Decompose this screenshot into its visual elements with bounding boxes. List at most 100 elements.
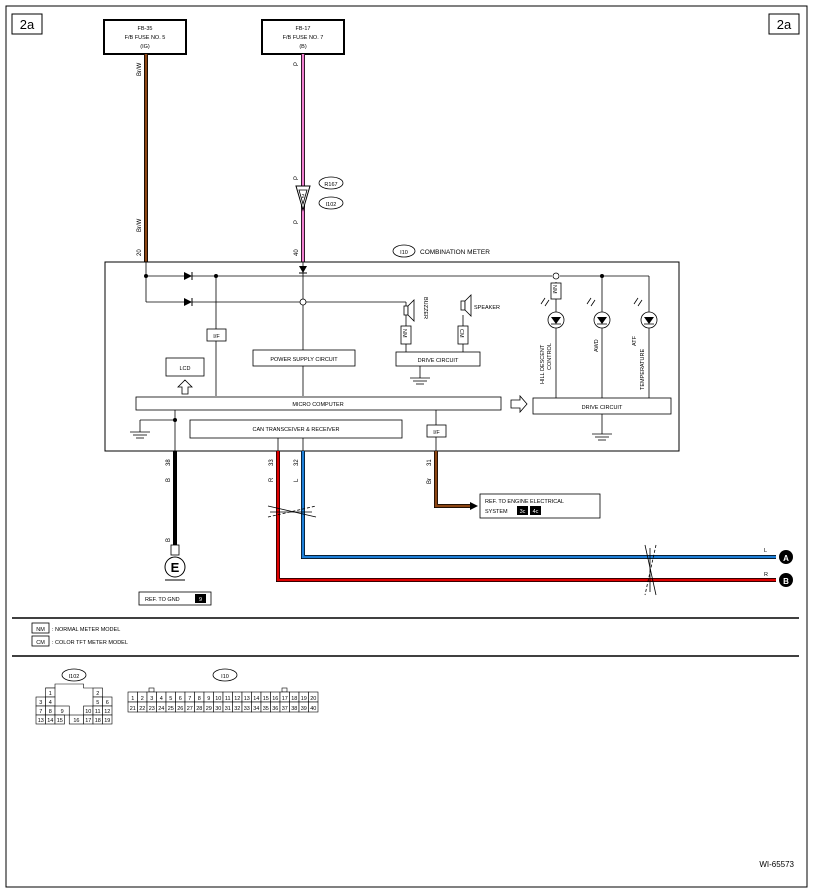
wire-engine-brown (434, 451, 478, 510)
led-lamp-icon (633, 297, 658, 329)
terminal-b-label: B (783, 577, 789, 586)
fuse-7-line3: (B) (299, 44, 307, 50)
lamp-hdc-line2: CONTROL (547, 343, 553, 370)
fuse-5-line2: F/B FUSE NO. 5 (125, 35, 166, 41)
i10-pin: 9 (207, 696, 210, 702)
wire-brw-code-lower: Br/W (137, 218, 143, 232)
junction-dot (144, 274, 148, 278)
ref-engine-badge-1-text: 3c (520, 509, 526, 515)
figure-id: WI-65573 (759, 860, 794, 869)
i10-cell (308, 701, 319, 713)
i102-pin: 17 (85, 718, 91, 724)
wire-canl-code: L (294, 478, 300, 482)
i10-pin: 30 (215, 706, 221, 712)
lamp-hdc-line1: HILL DESCENT (540, 344, 546, 384)
wire-pink-code-mid1: P (294, 176, 300, 180)
wire-gnd-code: B (166, 478, 172, 482)
diode-icon (299, 266, 307, 274)
page-frame (5, 5, 808, 888)
i10-pin: 20 (310, 696, 316, 702)
i10-pin: 2 (141, 696, 144, 702)
ground-e-circle (164, 556, 186, 578)
i10-pin: 27 (187, 706, 193, 712)
i10-pin: 11 (225, 696, 231, 702)
wire-canh-code: R (269, 477, 275, 482)
nm-badge-lamp-text: NM (551, 285, 557, 294)
wire-eng-code: Br (427, 478, 433, 484)
junction-dot (214, 274, 218, 278)
i10-pin: 35 (263, 706, 269, 712)
page-tag-right: 2a (777, 17, 792, 32)
i102-pin: 3 (39, 700, 42, 706)
i10-pin: 24 (158, 706, 164, 712)
drive-circuit-left-label: DRIVE CIRCUIT (418, 358, 459, 364)
arrow-up-icon (177, 379, 193, 395)
wire-pink-code: P (294, 62, 300, 66)
buzzer-icon (403, 299, 415, 322)
connector-key (148, 687, 155, 693)
i10-view-label: I10 (221, 674, 229, 680)
legend-nm-badge-text: NM (36, 627, 45, 633)
if-label-right: I/F (433, 430, 440, 436)
if-label-left: I/F (213, 334, 220, 340)
pin-31: 31 (427, 459, 433, 466)
lamp-awd-label: AWD (594, 339, 600, 352)
ground-icon (410, 377, 430, 385)
i10-pin: 39 (301, 706, 307, 712)
connector-outline (45, 683, 93, 689)
i102-pin: 4 (49, 700, 52, 706)
wire-out-r-code: R (764, 572, 768, 578)
i102-pin: 5 (96, 700, 99, 706)
fuse-7-line1: FB-17 (296, 26, 311, 32)
page-tag-left-box (11, 13, 43, 35)
speaker-label: SPEAKER (474, 305, 500, 311)
wire-gnd-code-lower: B (166, 538, 172, 542)
i10-pin: 16 (272, 696, 278, 702)
wire-can-l-blue (301, 451, 776, 559)
i10-pin: 4 (160, 696, 163, 702)
i102-view-label: I102 (69, 674, 80, 680)
i10-view-oval (212, 668, 238, 682)
i10-pin: 3 (150, 696, 153, 702)
ref-engine-line1: REF. TO ENGINE ELECTRICAL (485, 499, 564, 505)
i102-pin: 16 (73, 718, 79, 724)
if-box-left (206, 328, 227, 342)
i102-pin: 12 (104, 709, 110, 715)
wire-brw-code: Br/W (137, 62, 143, 76)
i102-pin: 15 (57, 718, 63, 724)
i102-pin: 10 (85, 709, 91, 715)
i10-pin: 10 (215, 696, 221, 702)
i102-view-oval (61, 668, 87, 682)
meter-title: COMBINATION METER (420, 249, 490, 256)
i102-pin: 6 (106, 700, 109, 706)
fuse-7-box: FB-17 F/B FUSE NO. 7 (B) (261, 19, 345, 55)
i10-pin: 33 (244, 706, 250, 712)
i10-pin: 6 (179, 696, 182, 702)
i10-pin: 26 (177, 706, 183, 712)
i102-pin: 2 (96, 691, 99, 697)
i10-pin: 22 (139, 706, 145, 712)
i10-pin: 37 (282, 706, 288, 712)
pin-38: 38 (166, 459, 172, 466)
i102-cell (102, 714, 113, 725)
terminal-b (779, 573, 793, 587)
i10-pin: 34 (253, 706, 259, 712)
legend-cm-badge (31, 635, 50, 647)
wire-can-h-red (276, 451, 776, 582)
junction-open (299, 298, 307, 306)
i10-pin: 36 (272, 706, 278, 712)
pin-20: 20 (137, 249, 143, 256)
can-transceiver-box (189, 419, 403, 439)
inline-connector: 2 R167 I102 (295, 176, 344, 212)
ground-icon (130, 431, 150, 439)
legend-cm-badge-text: CM (36, 640, 45, 646)
twisted-pair-mark (644, 544, 657, 596)
speaker-icon (460, 294, 472, 317)
drive-circuit-left-box (395, 351, 481, 367)
inline-connector-pin: 2 (301, 194, 304, 200)
i10-pin: 23 (149, 706, 155, 712)
ground-terminal (170, 544, 180, 556)
ref-engine-badge-1 (517, 506, 528, 515)
